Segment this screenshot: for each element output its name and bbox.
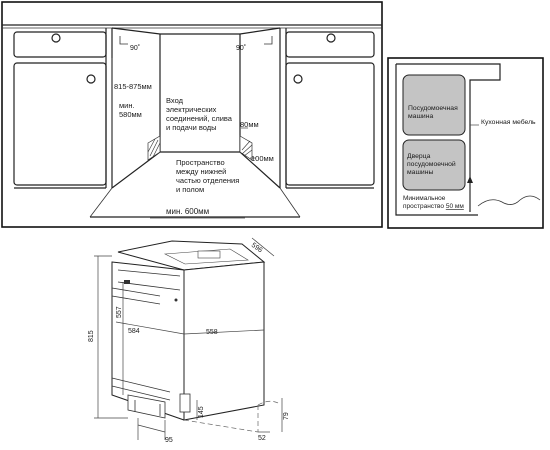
dim-557: 557	[116, 306, 123, 318]
inlet-label: Вход электрических соединений, слива и п…	[166, 96, 234, 132]
dim-52: 52	[258, 435, 266, 442]
inlet-zone-left	[147, 135, 161, 161]
niche-frame	[1, 1, 383, 228]
min-width-label: мин. 580мм	[119, 101, 142, 119]
left-cabinet	[13, 28, 113, 189]
dishwasher-dimension-drawing: 596 815 557 584 558 145 79 52 95	[88, 237, 290, 444]
dim-95: 95	[165, 437, 173, 444]
drawer-knob-right	[326, 33, 336, 43]
dishwasher-block	[402, 74, 466, 136]
drawer-knob-left	[51, 33, 61, 43]
dim-815: 815	[88, 330, 95, 342]
min-space-label: Минимальное пространство 50 мм	[403, 195, 464, 210]
min-depth-label: мин. 600мм	[166, 207, 209, 216]
dishwasher-label: Посудомоечная машина	[408, 105, 460, 120]
door-knob-right	[293, 74, 303, 84]
side-frame	[387, 57, 544, 229]
dim-584: 584	[128, 328, 140, 335]
dim-558: 558	[206, 329, 218, 336]
kitchen-furniture-label: Кухонная мебель	[481, 118, 536, 126]
right-cabinet	[279, 28, 375, 189]
dim-145: 145	[198, 406, 205, 418]
door-block	[402, 139, 466, 191]
door-clearance-diagram: Посудомоечная машина Дверца посудомоечно…	[387, 57, 544, 229]
depth-100-label: 100мм	[251, 154, 274, 163]
dim-79: 79	[283, 412, 290, 420]
inlet-zone-right	[239, 135, 253, 161]
space-label: Пространство между нижней частью отделен…	[176, 158, 241, 194]
angle-left-label: 90˚	[130, 44, 140, 52]
door-knob-left	[86, 74, 96, 84]
depth-80-label: 80мм	[240, 120, 259, 129]
height-range-label: 815-875мм	[114, 82, 152, 91]
angle-right-label: 90˚	[236, 44, 246, 52]
installation-niche-diagram: 90˚ 90˚ 815-875мм мин. 580мм Вход электр…	[1, 1, 383, 228]
niche-opening	[89, 27, 301, 218]
door-label: Дверца посудомоечной машины	[407, 153, 458, 176]
